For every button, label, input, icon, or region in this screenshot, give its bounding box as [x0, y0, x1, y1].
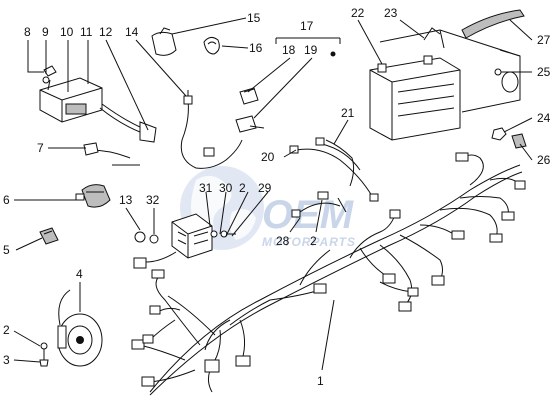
part-label-25: 25: [537, 65, 551, 79]
ignition-coil-drawing: [39, 65, 157, 166]
part-label-8: 8: [24, 25, 31, 39]
leader-lines: [13, 17, 533, 371]
main-wiring-harness-drawing: [131, 152, 526, 396]
part-label-24: 24: [537, 111, 551, 125]
part-label-30: 30: [219, 181, 233, 195]
part-label-26: 26: [537, 153, 551, 167]
part-label-21: 21: [341, 106, 355, 120]
part-label-27: 27: [537, 33, 551, 47]
part-label-17: 17: [300, 19, 314, 33]
clip-26-drawing: [511, 133, 527, 149]
part-label-9: 9: [42, 25, 49, 39]
part-label-31: 31: [199, 181, 213, 195]
part-label-32: 32: [146, 193, 160, 207]
part-label-11: 11: [80, 25, 93, 39]
part-label-4: 4: [76, 267, 83, 281]
part-label-14: 14: [125, 25, 139, 39]
part-label-1: 1: [317, 374, 324, 388]
part-label-2-horn: 2: [3, 323, 10, 337]
part-labels: 1 2 2 2 3 4 5 6 7 8 9 10 11 12 13 14 15 …: [3, 6, 551, 388]
part-label-20: 20: [261, 150, 275, 164]
nut-24-drawing: [491, 127, 507, 141]
part-label-22: 22: [351, 6, 365, 20]
part-label-18: 18: [282, 43, 296, 57]
part-label-23: 23: [384, 6, 398, 20]
part-label-12: 12: [99, 25, 113, 39]
part-label-5: 5: [3, 243, 10, 257]
switch-kit-drawing: [235, 37, 341, 133]
watermark-subtitle: MOTORPARTS: [262, 235, 356, 249]
horn-drawing: [39, 289, 103, 367]
watermark-brand: OEM: [262, 193, 355, 237]
part-label-2-ground: 2: [310, 234, 317, 248]
part-label-29: 29: [258, 181, 272, 195]
part-label-28: 28: [276, 234, 290, 248]
part-label-6: 6: [3, 193, 10, 207]
part-label-3: 3: [3, 353, 10, 367]
part-label-10: 10: [60, 25, 74, 39]
part-label-7: 7: [37, 141, 44, 155]
fuse-drawing: [39, 227, 59, 245]
part-label-13: 13: [119, 193, 133, 207]
battery-drawing: [369, 55, 461, 141]
part-label-16: 16: [249, 41, 263, 55]
battery-cables-drawing: [289, 137, 379, 202]
part-label-2-regulator: 2: [239, 181, 246, 195]
battery-box-drawing: [379, 27, 521, 113]
part-label-19: 19: [304, 43, 318, 57]
ground-cable-drawing: [291, 191, 347, 218]
regulator-drawing: [133, 213, 236, 269]
relay-drawing: [75, 184, 111, 208]
strap-drawing: [461, 9, 525, 39]
part-label-15: 15: [247, 11, 261, 25]
cable-assembly-drawing: [151, 27, 243, 169]
